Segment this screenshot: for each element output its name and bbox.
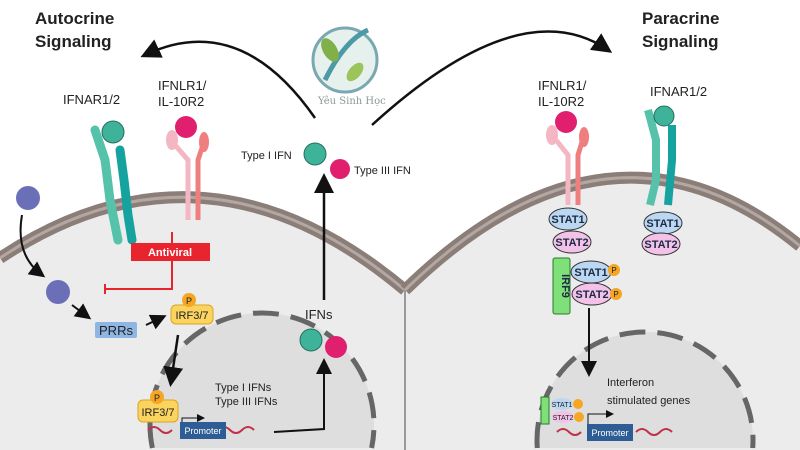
- svg-text:IRF3/7: IRF3/7: [175, 310, 208, 322]
- isg-label-2: stimulated genes: [607, 395, 691, 407]
- svg-text:STAT2: STAT2: [575, 289, 608, 301]
- svg-text:STAT1: STAT1: [551, 214, 584, 226]
- svg-text:IRF9: IRF9: [559, 274, 571, 298]
- isgf3-complex: IRF9 STAT1 P STAT2 P: [552, 257, 622, 315]
- logo-text: Yêu Sinh Học: [317, 96, 386, 107]
- type3-ifn-icon: [325, 336, 347, 358]
- ifnlr-label-left-2: IL-10R2: [158, 94, 204, 109]
- svg-text:P: P: [611, 266, 616, 275]
- gene-type3: Type III IFNs: [215, 396, 278, 408]
- type3-ifn-bound: [175, 116, 197, 138]
- dna-right: [556, 428, 673, 436]
- type1-ifn-bound: [101, 120, 125, 144]
- isgf3-on-dna: STAT1 STAT2: [540, 396, 584, 425]
- ifnlr-label-right-1: IFNLR1/: [538, 78, 587, 93]
- paracrine-title-line2: Signaling: [642, 32, 719, 51]
- type1-ifn-ligand: [303, 142, 327, 166]
- prrs-label: PRRs: [99, 323, 133, 338]
- ifnlr-label-right-2: IL-10R2: [538, 94, 584, 109]
- stat-pair-ifnlr: STAT1 STAT2: [548, 207, 592, 254]
- right-cell: [400, 171, 800, 450]
- type3-ifn-label: Type III IFN: [354, 165, 411, 177]
- antiviral-label: Antiviral: [148, 247, 192, 259]
- antiviral-box: [131, 243, 210, 261]
- promoter-label-right: Promoter: [591, 428, 628, 438]
- ifns-label: IFNs: [305, 307, 333, 322]
- ifnlr-receptor-left: [166, 116, 209, 220]
- svg-text:STAT2: STAT2: [644, 239, 677, 251]
- virus-icon-outside: [16, 186, 40, 210]
- gene-type1: Type I IFNs: [215, 382, 272, 394]
- autocrine-arrow: [140, 39, 317, 119]
- svg-text:IRF3/7: IRF3/7: [141, 407, 174, 419]
- irf37-nucleus: P IRF3/7: [137, 390, 179, 423]
- svg-text:P: P: [613, 290, 618, 299]
- svg-text:P: P: [186, 296, 192, 306]
- logo: Yêu Sinh Học: [311, 26, 386, 107]
- type1-ifn-icon: [299, 328, 323, 352]
- svg-text:STAT1: STAT1: [574, 267, 607, 279]
- ifnar-receptor-left: [90, 120, 137, 245]
- paracrine-arrow: [371, 30, 613, 126]
- inhibition-line: [105, 261, 173, 290]
- ifnlr-label-left-1: IFNLR1/: [158, 78, 207, 93]
- isg-label-1: Interferon: [607, 377, 654, 389]
- virus-icon-inside: [46, 280, 70, 304]
- promoter-box-left: [180, 422, 226, 439]
- promoter-label-left: Promoter: [184, 426, 221, 436]
- ifnar-label-left: IFNAR1/2: [63, 92, 120, 107]
- svg-text:P: P: [154, 393, 160, 403]
- paracrine-title-line1: Paracrine: [642, 9, 720, 28]
- ifnar-label-right: IFNAR1/2: [650, 84, 707, 99]
- svg-text:STAT2: STAT2: [553, 415, 574, 422]
- svg-text:STAT1: STAT1: [552, 402, 573, 409]
- irf37-cytoplasm: P IRF3/7: [170, 293, 214, 325]
- autocrine-title-line2: Signaling: [35, 32, 112, 51]
- ifnar-receptor-right: [644, 105, 676, 206]
- prrs-box: [95, 322, 137, 338]
- type1-ifn-label: Type I IFN: [241, 150, 292, 162]
- stat-pair-ifnar: STAT1 STAT2: [641, 211, 683, 256]
- promoter-box-right: [587, 424, 633, 441]
- right-nucleus: [534, 329, 756, 449]
- svg-text:STAT2: STAT2: [555, 237, 588, 249]
- svg-text:STAT1: STAT1: [646, 218, 679, 230]
- autocrine-title-line1: Autocrine: [35, 9, 114, 28]
- ifnlr-receptor-right: [546, 111, 589, 205]
- type3-ifn-ligand: [330, 159, 350, 179]
